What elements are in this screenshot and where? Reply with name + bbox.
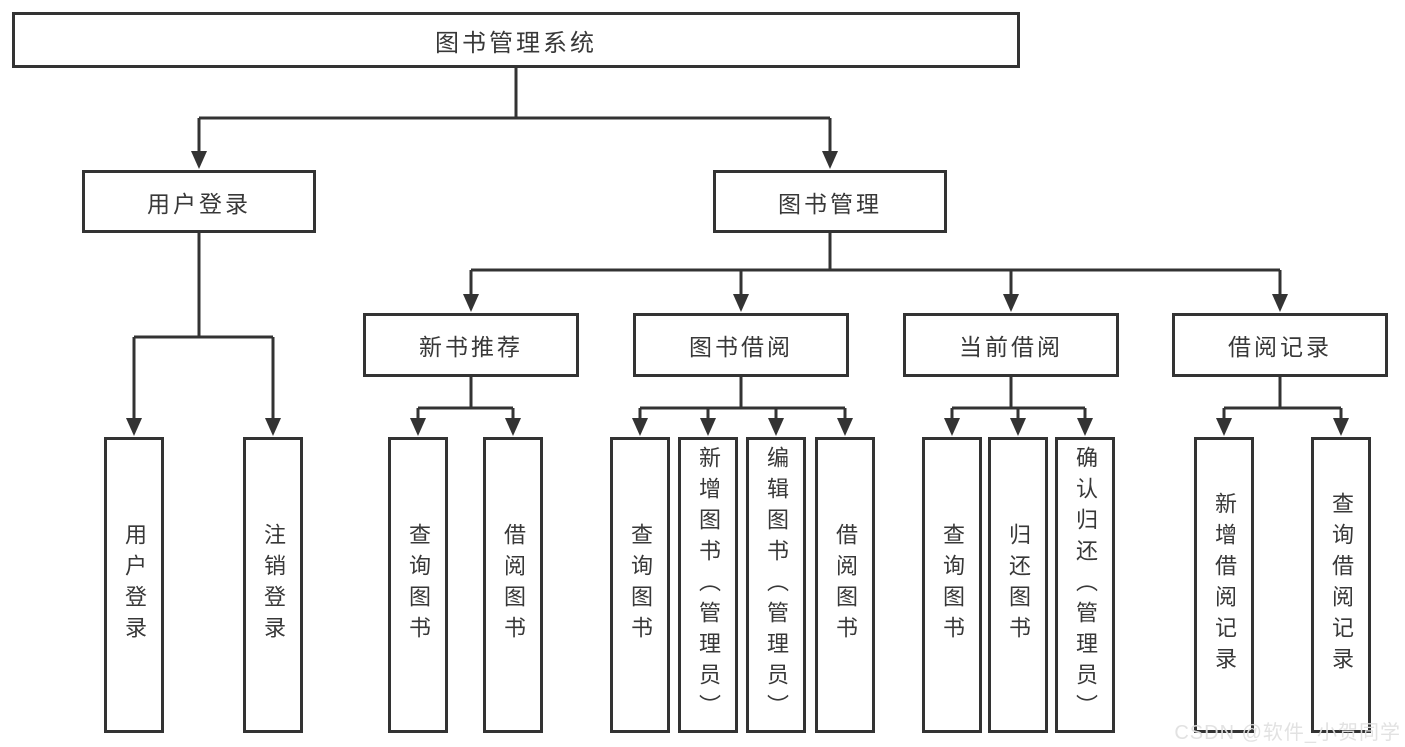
connector-paths	[132, 68, 1343, 419]
node-current-borrowing: 当前借阅	[903, 313, 1119, 377]
node-leaf-logout: 注销登录	[243, 437, 303, 733]
node-book-borrowing: 图书借阅	[633, 313, 849, 377]
arrowhead-icons	[126, 151, 1349, 436]
node-leaf-query-books-current: 查询图书	[922, 437, 982, 733]
node-leaf-query-books-borrow: 查询图书	[610, 437, 670, 733]
node-leaf-user-login: 用户登录	[104, 437, 164, 733]
node-leaf-return-books: 归还图书	[988, 437, 1048, 733]
node-leaf-borrow-books: 借阅图书	[815, 437, 875, 733]
node-leaf-confirm-return-admin: 确认归还（管理员）	[1055, 437, 1115, 733]
node-leaf-borrow-books-recommend: 借阅图书	[483, 437, 543, 733]
node-book-management: 图书管理	[713, 170, 947, 233]
node-system-root: 图书管理系统	[12, 12, 1020, 68]
csdn-watermark: CSDN @软件_小贺同学	[1174, 722, 1401, 744]
node-leaf-add-borrow-record: 新增借阅记录	[1194, 437, 1254, 733]
node-borrowing-records: 借阅记录	[1172, 313, 1388, 377]
node-leaf-query-books-recommend: 查询图书	[388, 437, 448, 733]
node-user-login: 用户登录	[82, 170, 316, 233]
node-leaf-add-books-admin: 新增图书（管理员）	[678, 437, 738, 733]
node-new-book-recommendation: 新书推荐	[363, 313, 579, 377]
node-leaf-query-borrow-record: 查询借阅记录	[1311, 437, 1371, 733]
node-leaf-edit-books-admin: 编辑图书（管理员）	[746, 437, 806, 733]
